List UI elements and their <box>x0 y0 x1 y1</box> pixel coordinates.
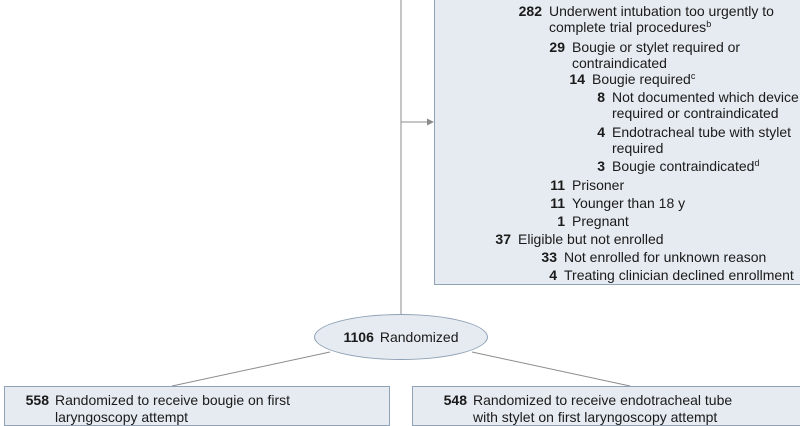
exclusion-label: Prisoner <box>572 177 624 193</box>
exclusion-row: contraindicated <box>435 55 800 72</box>
exclusion-label: required or contraindicated <box>612 105 779 121</box>
randomized-count: 1106 <box>343 329 374 345</box>
exclusion-arrowhead <box>427 118 434 126</box>
exclusion-count: 8 <box>597 89 605 105</box>
exclusion-label: contraindicated <box>572 55 667 71</box>
exclusion-label: Treating clinician declined enrollment <box>564 267 794 283</box>
exclusion-label-text: complete trial procedures <box>549 19 707 35</box>
exclusion-row: 3 Bougie contraindicatedd <box>435 158 800 175</box>
left-arm-line <box>171 351 331 387</box>
exclusion-label: Not documented which device was <box>612 89 800 105</box>
exclusion-row: 4 Endotracheal tube with stylet <box>435 124 800 141</box>
stylet-arm-box: 548 Randomized to receive endotracheal t… <box>412 386 800 426</box>
exclusion-label: required <box>612 140 663 156</box>
exclusion-label-text: Bougie or stylet required or <box>572 39 741 55</box>
exclusion-label-text: required or contraindicated <box>612 105 779 121</box>
exclusion-count: 37 <box>495 231 511 247</box>
exclusion-count: 33 <box>541 249 557 265</box>
exclusion-count: 29 <box>549 39 565 55</box>
exclusion-label-text: Bougie contraindicated <box>612 158 755 174</box>
exclusion-row: 4 Treating clinician declined enrollment <box>435 267 800 284</box>
exclusion-label-text: Pregnant <box>572 213 629 229</box>
exclusion-label: Pregnant <box>572 213 629 229</box>
exclusion-count: 282 <box>518 3 542 19</box>
exclusion-row: 282 Underwent intubation too urgently to <box>435 3 800 20</box>
bougie-arm-label-line1: Randomized to receive bougie on first <box>55 392 291 408</box>
exclusion-row: 37 Eligible but not enrolled <box>435 231 800 248</box>
exclusion-label-text: contraindicated <box>572 55 667 71</box>
exclusion-count: 4 <box>549 267 557 283</box>
exclusion-row: 1 Pregnant <box>435 213 800 230</box>
exclusion-label: Bougie requiredc <box>592 71 695 87</box>
exclusion-label: Bougie contraindicatedd <box>612 158 759 174</box>
exclusion-count: 4 <box>597 124 605 140</box>
exclusion-count: 14 <box>569 71 585 87</box>
exclusion-count: 1 <box>557 213 565 229</box>
exclusion-row: 29 Bougie or stylet required or <box>435 39 800 56</box>
exclusion-label-text: required <box>612 140 664 156</box>
stylet-arm-count: 548 <box>443 392 467 408</box>
exclusion-count: 3 <box>597 158 605 174</box>
exclusion-row: 11 Prisoner <box>435 177 800 194</box>
footnote-marker: c <box>690 71 696 81</box>
exclusion-count: 11 <box>550 177 565 193</box>
exclusion-label-text: Not enrolled for unknown reason <box>564 249 767 265</box>
exclusion-label-text: Not documented which device was <box>612 89 800 105</box>
bougie-arm-box: 558 Randomized to receive bougie on firs… <box>4 386 390 426</box>
randomized-label: Randomized <box>379 329 459 345</box>
exclusion-label-text: Eligible but not enrolled <box>518 231 664 247</box>
exclusion-label-text: Younger than 18 y <box>572 195 686 211</box>
right-arm-line <box>471 351 631 387</box>
exclusion-label: Younger than 18 y <box>572 195 685 211</box>
exclusion-label: Bougie or stylet required or <box>572 39 740 55</box>
exclusion-label: Underwent intubation too urgently to <box>549 3 774 19</box>
exclusion-row: complete trial proceduresb <box>435 19 800 36</box>
exclusion-row: required <box>435 140 800 157</box>
exclusion-row: 14 Bougie requiredc <box>435 71 800 88</box>
exclusion-label-text: Endotracheal tube with stylet <box>612 124 791 140</box>
footnote-marker: b <box>706 19 712 29</box>
exclusion-label: Not enrolled for unknown reason <box>564 249 766 265</box>
exclusion-label-text: Bougie required <box>592 71 691 87</box>
exclusion-label-text: Underwent intubation too urgently to <box>549 3 774 19</box>
exclusion-count: 11 <box>550 195 565 211</box>
exclusion-label-text: Treating clinician declined enrollment <box>564 267 794 283</box>
exclusion-row: 8 Not documented which device was <box>435 89 800 106</box>
footnote-marker: d <box>754 158 760 168</box>
exclusion-label: complete trial proceduresb <box>549 19 711 35</box>
randomized-node: 1106 Randomized <box>314 314 488 360</box>
exclusion-label: Eligible but not enrolled <box>518 231 664 247</box>
exclusion-label: Endotracheal tube with stylet <box>612 124 791 140</box>
exclusion-row: 33 Not enrolled for unknown reason <box>435 249 800 266</box>
exclusion-row: required or contraindicated <box>435 105 800 122</box>
bougie-arm-count: 558 <box>25 392 49 408</box>
stylet-arm-label-line1: Randomized to receive endotracheal tube <box>473 392 733 408</box>
exclusion-row: 11 Younger than 18 y <box>435 195 800 212</box>
stylet-arm-label-line2: with stylet on first laryngoscopy attemp… <box>473 409 718 425</box>
bougie-arm-label-line2: laryngoscopy attempt <box>55 409 189 425</box>
exclusion-label-text: Prisoner <box>572 177 625 193</box>
